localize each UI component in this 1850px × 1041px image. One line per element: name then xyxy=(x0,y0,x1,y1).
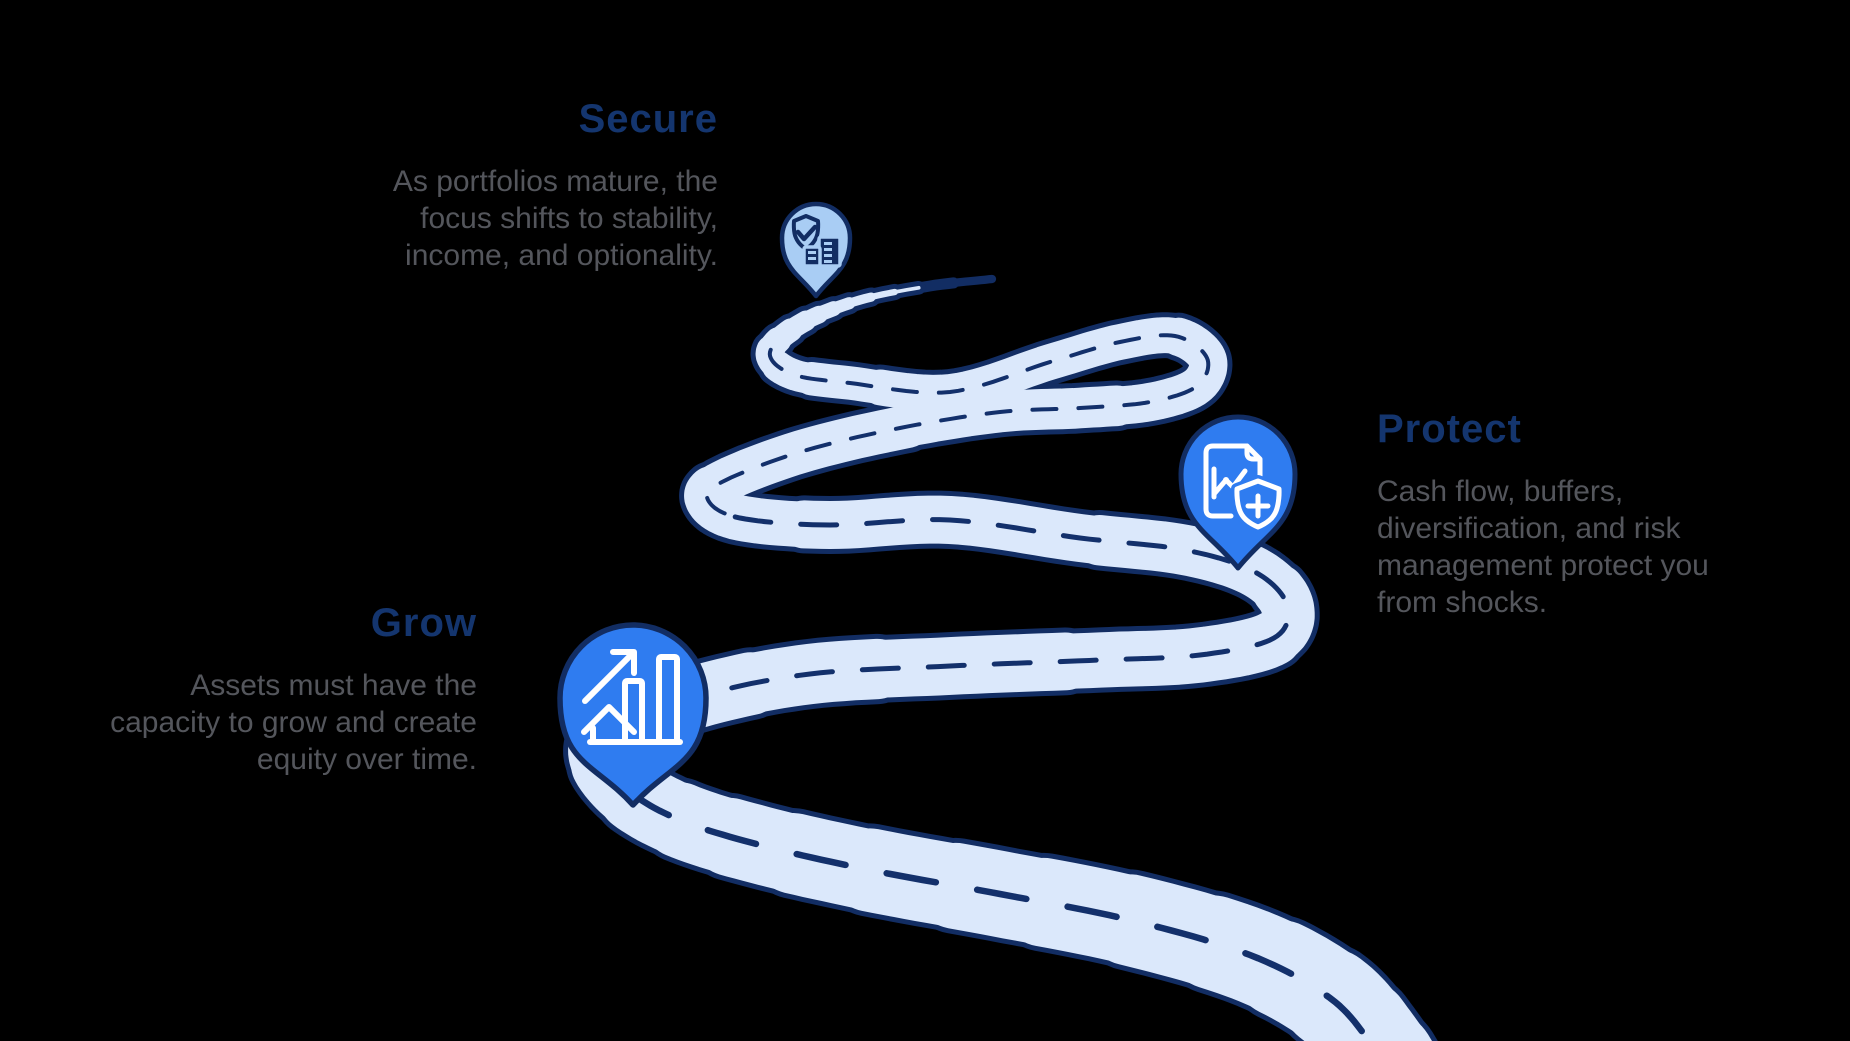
road-center-dashes xyxy=(598,333,1374,1041)
milestone-grow-title: Grow xyxy=(370,601,477,645)
pin-grow xyxy=(557,622,709,808)
shield-check-building-icon xyxy=(791,214,842,268)
milestone-secure-title: Secure xyxy=(578,97,718,141)
milestone-secure-description: As portfolios mature, the focus shifts t… xyxy=(392,165,718,272)
milestone-protect-title: Protect xyxy=(1377,407,1522,451)
milestone-protect: Protect Cash flow, buffers, diversificat… xyxy=(1377,406,1777,621)
milestone-grow: Grow Assets must have the capacity to gr… xyxy=(47,600,477,778)
growth-arrow-house-bars-icon xyxy=(581,649,683,745)
document-chart-shield-plus-icon xyxy=(1203,443,1286,533)
milestone-grow-description: Assets must have the capacity to grow an… xyxy=(110,669,477,776)
milestone-secure: Secure As portfolios mature, the focus s… xyxy=(318,96,718,274)
milestone-protect-description: Cash flow, buffers, diversification, and… xyxy=(1377,475,1709,619)
